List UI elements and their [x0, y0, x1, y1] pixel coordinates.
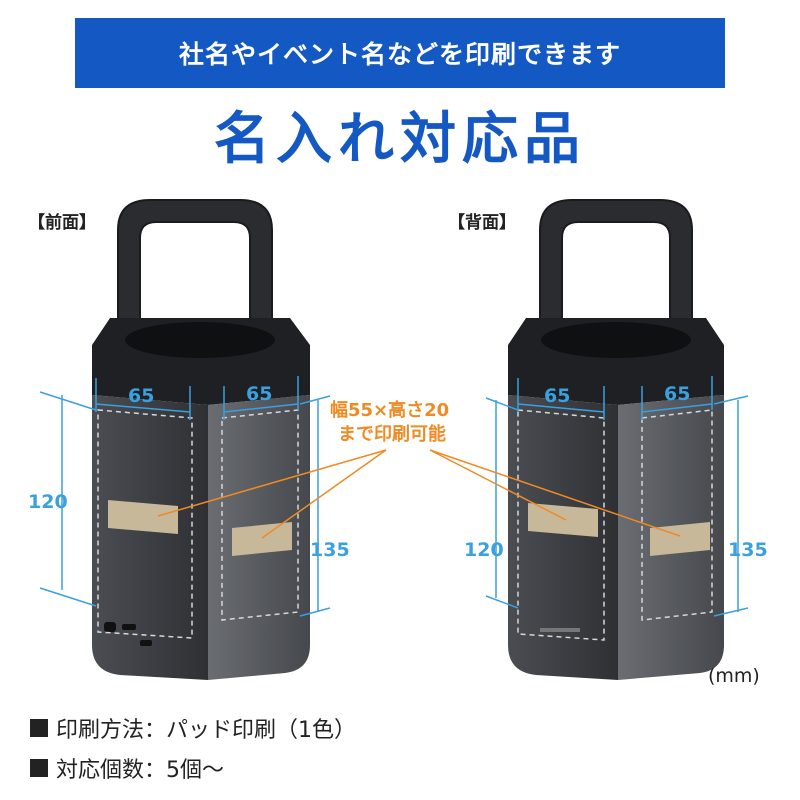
front-left-print-area: [108, 500, 178, 534]
banner-text: 社名やイベント名などを印刷できます: [178, 40, 621, 69]
spec-quantity: 対応個数：5個〜: [30, 752, 224, 784]
back-right-print-zone: [641, 409, 713, 621]
front-handle: [117, 199, 273, 331]
front-dimensions: [39, 376, 331, 617]
front-body-left: [92, 395, 208, 680]
back-handle: [539, 199, 693, 331]
page-title: 名入れ対応品: [214, 107, 586, 172]
spec-quantity-text: 対応個数：5個〜: [56, 758, 224, 783]
back-left-print-zone: [517, 409, 605, 641]
front-view-label: 【前面】: [28, 213, 96, 233]
spec-print-method-text: 印刷方法：パッド印刷（1色）: [56, 718, 356, 743]
front-right-width-label: 65: [246, 383, 272, 405]
back-left-height-label: 120: [464, 539, 504, 561]
back-device: [508, 199, 724, 680]
back-body-left: [508, 395, 618, 680]
back-left-print-area: [528, 503, 598, 537]
spec-print-method: 印刷方法：パッド印刷（1色）: [30, 712, 356, 744]
front-port-2: [122, 624, 136, 630]
unit-label: (mm): [708, 665, 760, 687]
callout-leaders: [157, 449, 681, 539]
back-brand-mark: [540, 628, 580, 632]
back-dimensions: [485, 376, 749, 617]
top-banner: 社名やイベント名などを印刷できます: [75, 18, 725, 88]
front-left-width-label: 65: [128, 385, 154, 407]
back-top-opening: [541, 322, 691, 358]
front-port-1: [104, 622, 116, 632]
back-left-width-label: 65: [544, 385, 570, 407]
callout-line-2: まで印刷可能: [338, 423, 446, 445]
front-left-height-label: 120: [28, 491, 68, 513]
bullet-square-icon: [30, 759, 48, 777]
front-right-print-area: [232, 522, 292, 556]
front-right-height-label: 135: [310, 539, 350, 561]
bullet-square-icon: [30, 719, 48, 737]
front-port-3: [140, 640, 152, 646]
back-right-width-label: 65: [664, 383, 690, 405]
callout-line-1: 幅55×高さ20: [330, 399, 449, 421]
back-view-label: 【背面】: [448, 213, 516, 233]
front-device: [92, 199, 310, 680]
back-right-height-label: 135: [728, 539, 768, 561]
front-top-opening: [125, 322, 275, 358]
